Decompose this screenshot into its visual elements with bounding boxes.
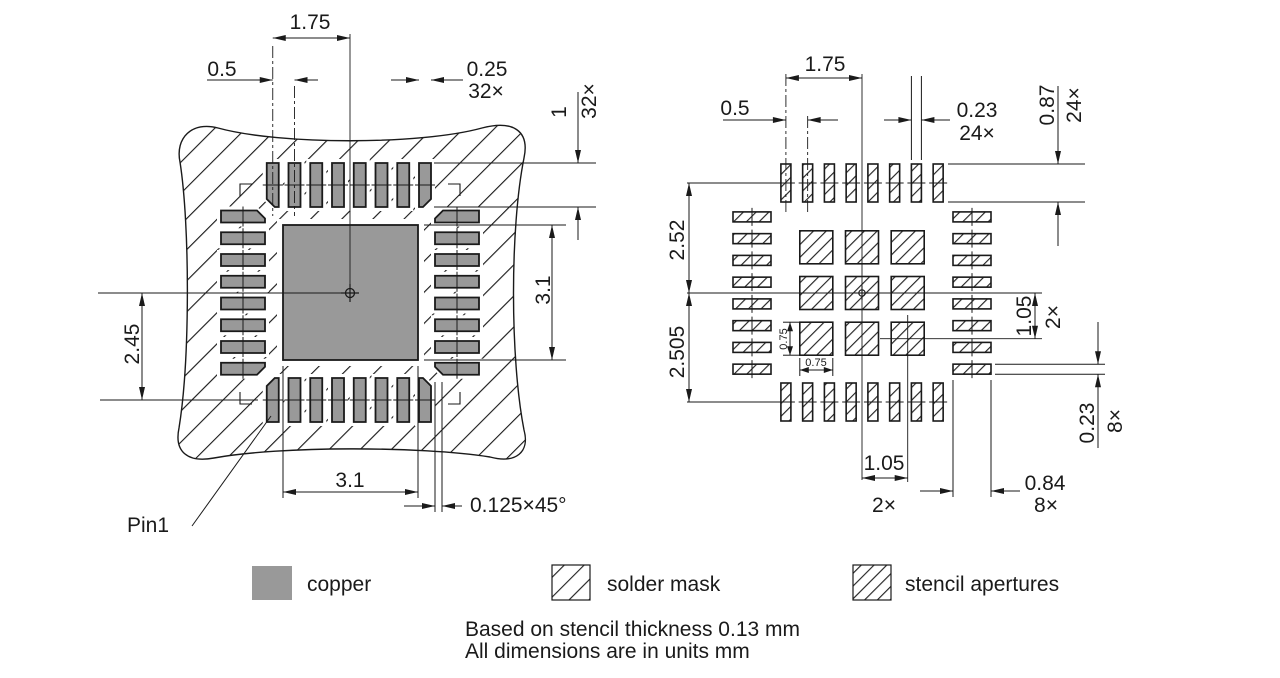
dimension-arrowhead — [405, 489, 418, 495]
dimension-arrowhead — [431, 77, 444, 83]
dimension-arrowhead — [1055, 151, 1061, 164]
dim-right-corner-aperture-length: 0.84 — [1025, 472, 1066, 495]
dim-right-aperture-width-count: 24× — [959, 122, 995, 145]
dimension-arrowhead — [799, 367, 809, 373]
stencil-aperture-center — [890, 230, 926, 265]
drawing-line — [448, 183, 461, 196]
dimension-arrowhead — [549, 225, 555, 238]
dimension-arrowhead — [283, 489, 296, 495]
dim-right-top-row-offset: 2.52 — [666, 220, 689, 261]
dimension-arrowhead — [1095, 351, 1101, 365]
dimension-arrowhead — [294, 77, 308, 83]
dim-right-corner-aperture-width-count: 8× — [1104, 409, 1127, 433]
dimension-arrowhead — [259, 77, 273, 83]
dim-right-aperture-length: 0.87 — [1036, 85, 1059, 126]
dimension-arrowhead — [1055, 202, 1061, 215]
dimension-arrowhead — [442, 503, 455, 509]
dim-right-corner-aperture-length-count: 8× — [1034, 494, 1058, 517]
dim-left-pad-length: 1 — [548, 106, 571, 118]
dim-right-grid-aperture-height: 0.75 — [778, 328, 790, 349]
legend-solder-mask-swatch — [551, 564, 591, 601]
dim-right-grid-pitch-horizontal-count: 2× — [872, 494, 896, 517]
dimension-arrowhead — [575, 150, 581, 163]
dimension-arrowhead — [898, 117, 912, 123]
dimension-arrowhead — [787, 322, 793, 332]
dimension-arrowhead — [549, 347, 555, 360]
dimension-arrowhead — [686, 389, 692, 402]
dimension-arrowhead — [849, 75, 862, 81]
dimension-arrowhead — [862, 475, 875, 481]
dim-left-corner-chamfer: 0.125×45° — [470, 494, 567, 517]
dimension-arrowhead — [272, 35, 286, 41]
dimension-arrowhead — [991, 488, 1004, 494]
legend-stencil-swatch — [852, 564, 892, 601]
dimension-arrowhead — [940, 488, 953, 494]
dim-left-pad-pitch: 0.5 — [207, 58, 236, 81]
drawing-line — [239, 183, 252, 196]
legend-copper-swatch — [252, 566, 292, 600]
dimension-arrowhead — [807, 117, 821, 123]
dimension-arrowhead — [575, 207, 581, 220]
dim-right-bottom-row-offset: 2.505 — [666, 326, 689, 379]
legend-stencil-label: stencil apertures — [905, 573, 1059, 596]
dimension-arrowhead — [772, 117, 786, 123]
dim-left-center-pad-width: 3.1 — [335, 469, 364, 492]
dim-right-aperture-pitch: 0.5 — [720, 97, 749, 120]
dim-left-lead-center-offset: 1.75 — [290, 11, 331, 34]
dimension-arrowhead — [1032, 293, 1038, 306]
dimension-arrowhead — [337, 35, 350, 41]
dim-right-grid-aperture-width: 0.75 — [805, 357, 826, 369]
dim-right-grid-pitch-horizontal: 1.05 — [864, 452, 905, 475]
dim-right-grid-pitch-vertical: 1.05 — [1013, 296, 1036, 337]
dimension-arrowhead — [406, 77, 419, 83]
generated-drawing-graphics — [98, 34, 1105, 527]
dimension-arrowhead — [686, 293, 692, 306]
dim-left-center-pad-height: 3.1 — [532, 275, 555, 304]
dimension-arrowhead — [1095, 374, 1101, 388]
dim-right-aperture-length-count: 24× — [1063, 87, 1086, 123]
dim-right-aperture-center-offset: 1.75 — [805, 53, 846, 76]
dim-left-pad-width: 0.25 — [467, 58, 508, 81]
dim-left-row-center-offset: 2.45 — [121, 324, 144, 365]
dimension-arrowhead — [686, 280, 692, 293]
dimension-arrowhead — [139, 293, 145, 306]
dimension-arrowhead — [785, 75, 799, 81]
dim-left-pad-width-count: 32× — [468, 80, 504, 103]
stencil-aperture-center — [798, 321, 834, 357]
note-stencil-thickness: Based on stencil thickness 0.13 mm — [465, 618, 800, 641]
legend-copper-label: copper — [307, 573, 371, 596]
dimension-arrowhead — [894, 475, 908, 481]
dimension-arrowhead — [139, 387, 145, 400]
drawing-line — [191, 415, 272, 527]
dimension-arrowhead — [1032, 325, 1038, 339]
note-units: All dimensions are in units mm — [465, 640, 750, 663]
legend-solder-mask-label: solder mask — [607, 573, 721, 596]
dim-right-corner-aperture-width: 0.23 — [1076, 403, 1099, 444]
drawing-line — [239, 392, 252, 405]
dimension-arrowhead — [686, 183, 692, 196]
stencil-aperture-center — [798, 230, 834, 265]
dim-right-aperture-width: 0.23 — [957, 99, 998, 122]
dimension-arrowhead — [921, 117, 935, 123]
dim-left-pad-length-count: 32× — [578, 83, 601, 119]
dimension-arrowhead — [422, 503, 435, 509]
dim-right-grid-pitch-vertical-count: 2× — [1042, 305, 1065, 329]
dimension-arrowhead — [787, 346, 793, 356]
pin1-label: Pin1 — [127, 514, 169, 537]
dimension-arrowhead — [823, 367, 833, 373]
drawing-line — [448, 392, 461, 405]
